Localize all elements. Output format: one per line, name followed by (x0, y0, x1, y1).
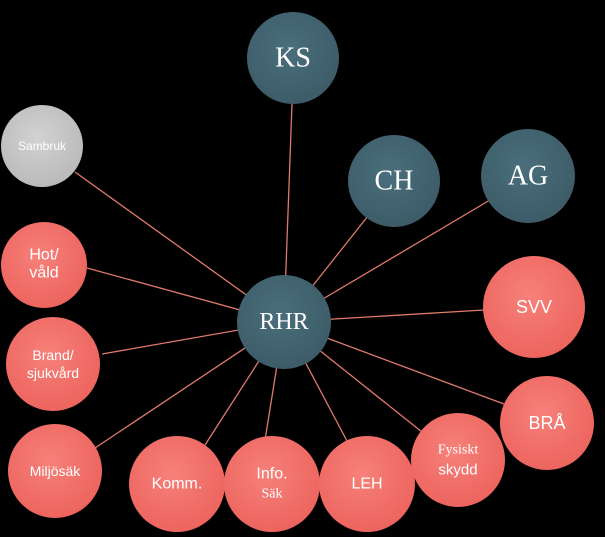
node-label: Info. (256, 466, 287, 483)
node-svv[interactable]: SVV (483, 256, 585, 358)
node-label: Säk (262, 487, 283, 502)
node-info-sak[interactable]: Info. Säk (224, 436, 320, 532)
node-label: LEH (351, 476, 382, 493)
node-leh[interactable]: LEH (319, 436, 415, 532)
node-ag[interactable]: AG (481, 129, 575, 223)
node-brand-sjukvard[interactable]: Brand/ sjukvård (6, 317, 100, 411)
node-komm[interactable]: Komm. (129, 436, 225, 532)
node-label: KS (275, 43, 311, 74)
node-label: SVV (516, 297, 552, 317)
node-sambruk[interactable]: Sambruk (1, 105, 83, 187)
node-label: våld (29, 264, 58, 282)
center-label: RHR (259, 309, 308, 335)
node-label: sjukvård (27, 365, 79, 381)
node-ch[interactable]: CH (348, 135, 440, 227)
node-ks[interactable]: KS (247, 12, 339, 104)
node-label: Miljösäk (30, 463, 82, 479)
node-label: Brand/ (32, 347, 73, 363)
node-label: Komm. (152, 476, 203, 493)
node-bra[interactable]: BRÅ (500, 376, 594, 470)
node-label: CH (375, 166, 414, 197)
node-rhr-center[interactable]: RHR (237, 275, 331, 369)
node-miljosak[interactable]: Miljösäk (8, 424, 102, 518)
node-label: Fysiskt (438, 443, 479, 458)
node-label: skydd (438, 462, 477, 479)
node-label: AG (508, 161, 548, 192)
node-fysiskt-skydd[interactable]: Fysiskt skydd (411, 413, 505, 507)
node-hot-vald[interactable]: Hot/ våld (1, 222, 87, 308)
node-label: Sambruk (18, 139, 67, 153)
node-label: Hot/ (29, 247, 59, 264)
node-label: BRÅ (528, 413, 565, 433)
